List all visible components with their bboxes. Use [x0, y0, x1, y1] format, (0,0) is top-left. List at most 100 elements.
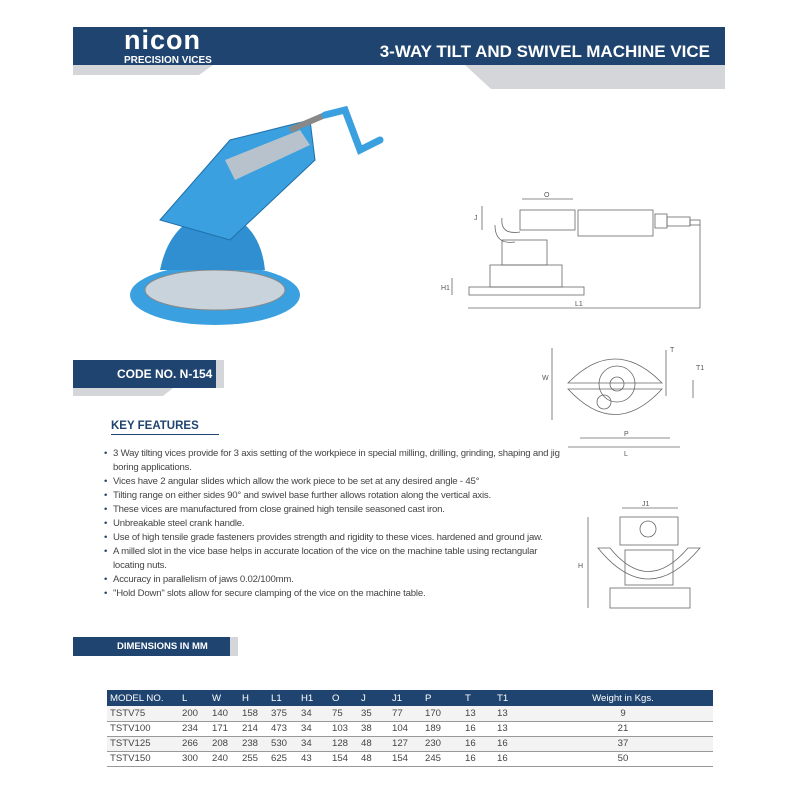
feature-item: These vices are manufactured from close …	[104, 503, 570, 517]
dim-label-t1: T1	[696, 365, 704, 372]
header-accent-right	[465, 65, 725, 89]
dim-label-j: J	[474, 215, 478, 222]
feature-item: Accuracy in parallelism of jaws 0.02/100…	[104, 573, 570, 587]
table-cell: 104	[389, 721, 422, 737]
table-cell: TSTV100	[107, 721, 179, 737]
table-cell: 171	[209, 721, 239, 737]
table-cell: 43	[298, 751, 329, 767]
table-cell: 530	[268, 736, 298, 752]
column-header: H	[239, 690, 268, 706]
table-cell: 200	[179, 706, 209, 722]
table-cell: 127	[389, 736, 422, 752]
table-cell: TSTV75	[107, 706, 179, 722]
table-cell: 214	[239, 721, 268, 737]
table-cell: 154	[389, 751, 422, 767]
dim-label-h: H	[578, 563, 583, 570]
column-header: H1	[298, 690, 329, 706]
page-title: 3-WAY TILT AND SWIVEL MACHINE VICE	[379, 42, 710, 61]
table-cell: 35	[358, 706, 389, 722]
dim-label-w: W	[542, 375, 549, 382]
brand-tagline: PRECISION VICES	[124, 55, 212, 66]
table-cell: 21	[530, 721, 713, 737]
front-view-diagram: J1 H	[578, 501, 701, 609]
table-cell: 234	[179, 721, 209, 737]
feature-item: Tilting range on either sides 90° and sw…	[104, 489, 570, 503]
dim-label-h1: H1	[441, 285, 450, 292]
table-cell: 208	[209, 736, 239, 752]
table-cell: 158	[239, 706, 268, 722]
table-cell: 75	[329, 706, 358, 722]
table-cell: 13	[494, 706, 530, 722]
brand-logo: nicon	[124, 25, 201, 55]
table-cell: 9	[530, 706, 713, 722]
table-cell: 103	[329, 721, 358, 737]
code-number-badge: CODE NO. N-154	[73, 360, 216, 388]
table-cell: 34	[298, 721, 329, 737]
key-features-heading: KEY FEATURES	[111, 420, 219, 435]
table-cell: TSTV150	[107, 751, 179, 767]
table-cell: 16	[462, 736, 494, 752]
table-cell: 245	[422, 751, 462, 767]
table-cell: 240	[209, 751, 239, 767]
table-cell: 170	[422, 706, 462, 722]
table-cell: 140	[209, 706, 239, 722]
feature-item: "Hold Down" slots allow for secure clamp…	[104, 587, 570, 601]
feature-item: A milled slot in the vice base helps in …	[104, 545, 570, 573]
table-cell: 16	[462, 751, 494, 767]
table-cell: 16	[494, 751, 530, 767]
feature-item: Use of high tensile grade fasteners prov…	[104, 531, 570, 545]
side-view-diagram: O J H1 L1	[441, 192, 701, 309]
degree-scale	[144, 269, 286, 311]
table-cell: 375	[268, 706, 298, 722]
dim-label-p: P	[624, 431, 629, 438]
column-header: W	[209, 690, 239, 706]
table-cell: 266	[179, 736, 209, 752]
table-cell: 300	[179, 751, 209, 767]
table-cell: 48	[358, 751, 389, 767]
column-header: L1	[268, 690, 298, 706]
table-cell: 128	[329, 736, 358, 752]
table-cell: 13	[494, 721, 530, 737]
lead-screw	[288, 112, 327, 133]
table-cell: 13	[462, 706, 494, 722]
table-cell: 48	[358, 736, 389, 752]
table-cell: 473	[268, 721, 298, 737]
top-view-diagram: W T T1 P L	[542, 347, 704, 458]
column-header: J	[358, 690, 389, 706]
dim-label-o: O	[544, 192, 550, 199]
column-header: Weight in Kgs.	[530, 690, 713, 706]
dim-label-t: T	[670, 347, 675, 354]
dimensions-heading: DIMENSIONS IN MM	[73, 637, 230, 656]
vice-jaw	[225, 130, 310, 180]
column-header: MODEL NO.	[107, 690, 179, 706]
table-cell: 34	[298, 706, 329, 722]
table-cell: 238	[239, 736, 268, 752]
table-cell: 38	[358, 721, 389, 737]
dim-label-l1: L1	[575, 301, 583, 308]
key-features-list: 3 Way tilting vices provide for 3 axis s…	[104, 447, 570, 601]
code-badge-accent	[73, 388, 173, 396]
table-cell: TSTV125	[107, 736, 179, 752]
table-cell: 77	[389, 706, 422, 722]
feature-item: 3 Way tilting vices provide for 3 axis s…	[104, 447, 570, 475]
column-header: L	[179, 690, 209, 706]
product-image	[130, 105, 384, 325]
column-header: J1	[389, 690, 422, 706]
table-cell: 34	[298, 736, 329, 752]
table-cell: 255	[239, 751, 268, 767]
header-accent-left	[73, 65, 213, 75]
column-header: O	[329, 690, 358, 706]
column-header: T1	[494, 690, 530, 706]
column-header: T	[462, 690, 494, 706]
table-cell: 154	[329, 751, 358, 767]
feature-item: Vices have 2 angular slides which allow …	[104, 475, 570, 489]
table-cell: 50	[530, 751, 713, 767]
table-cell: 37	[530, 736, 713, 752]
column-header: P	[422, 690, 462, 706]
table-cell: 230	[422, 736, 462, 752]
